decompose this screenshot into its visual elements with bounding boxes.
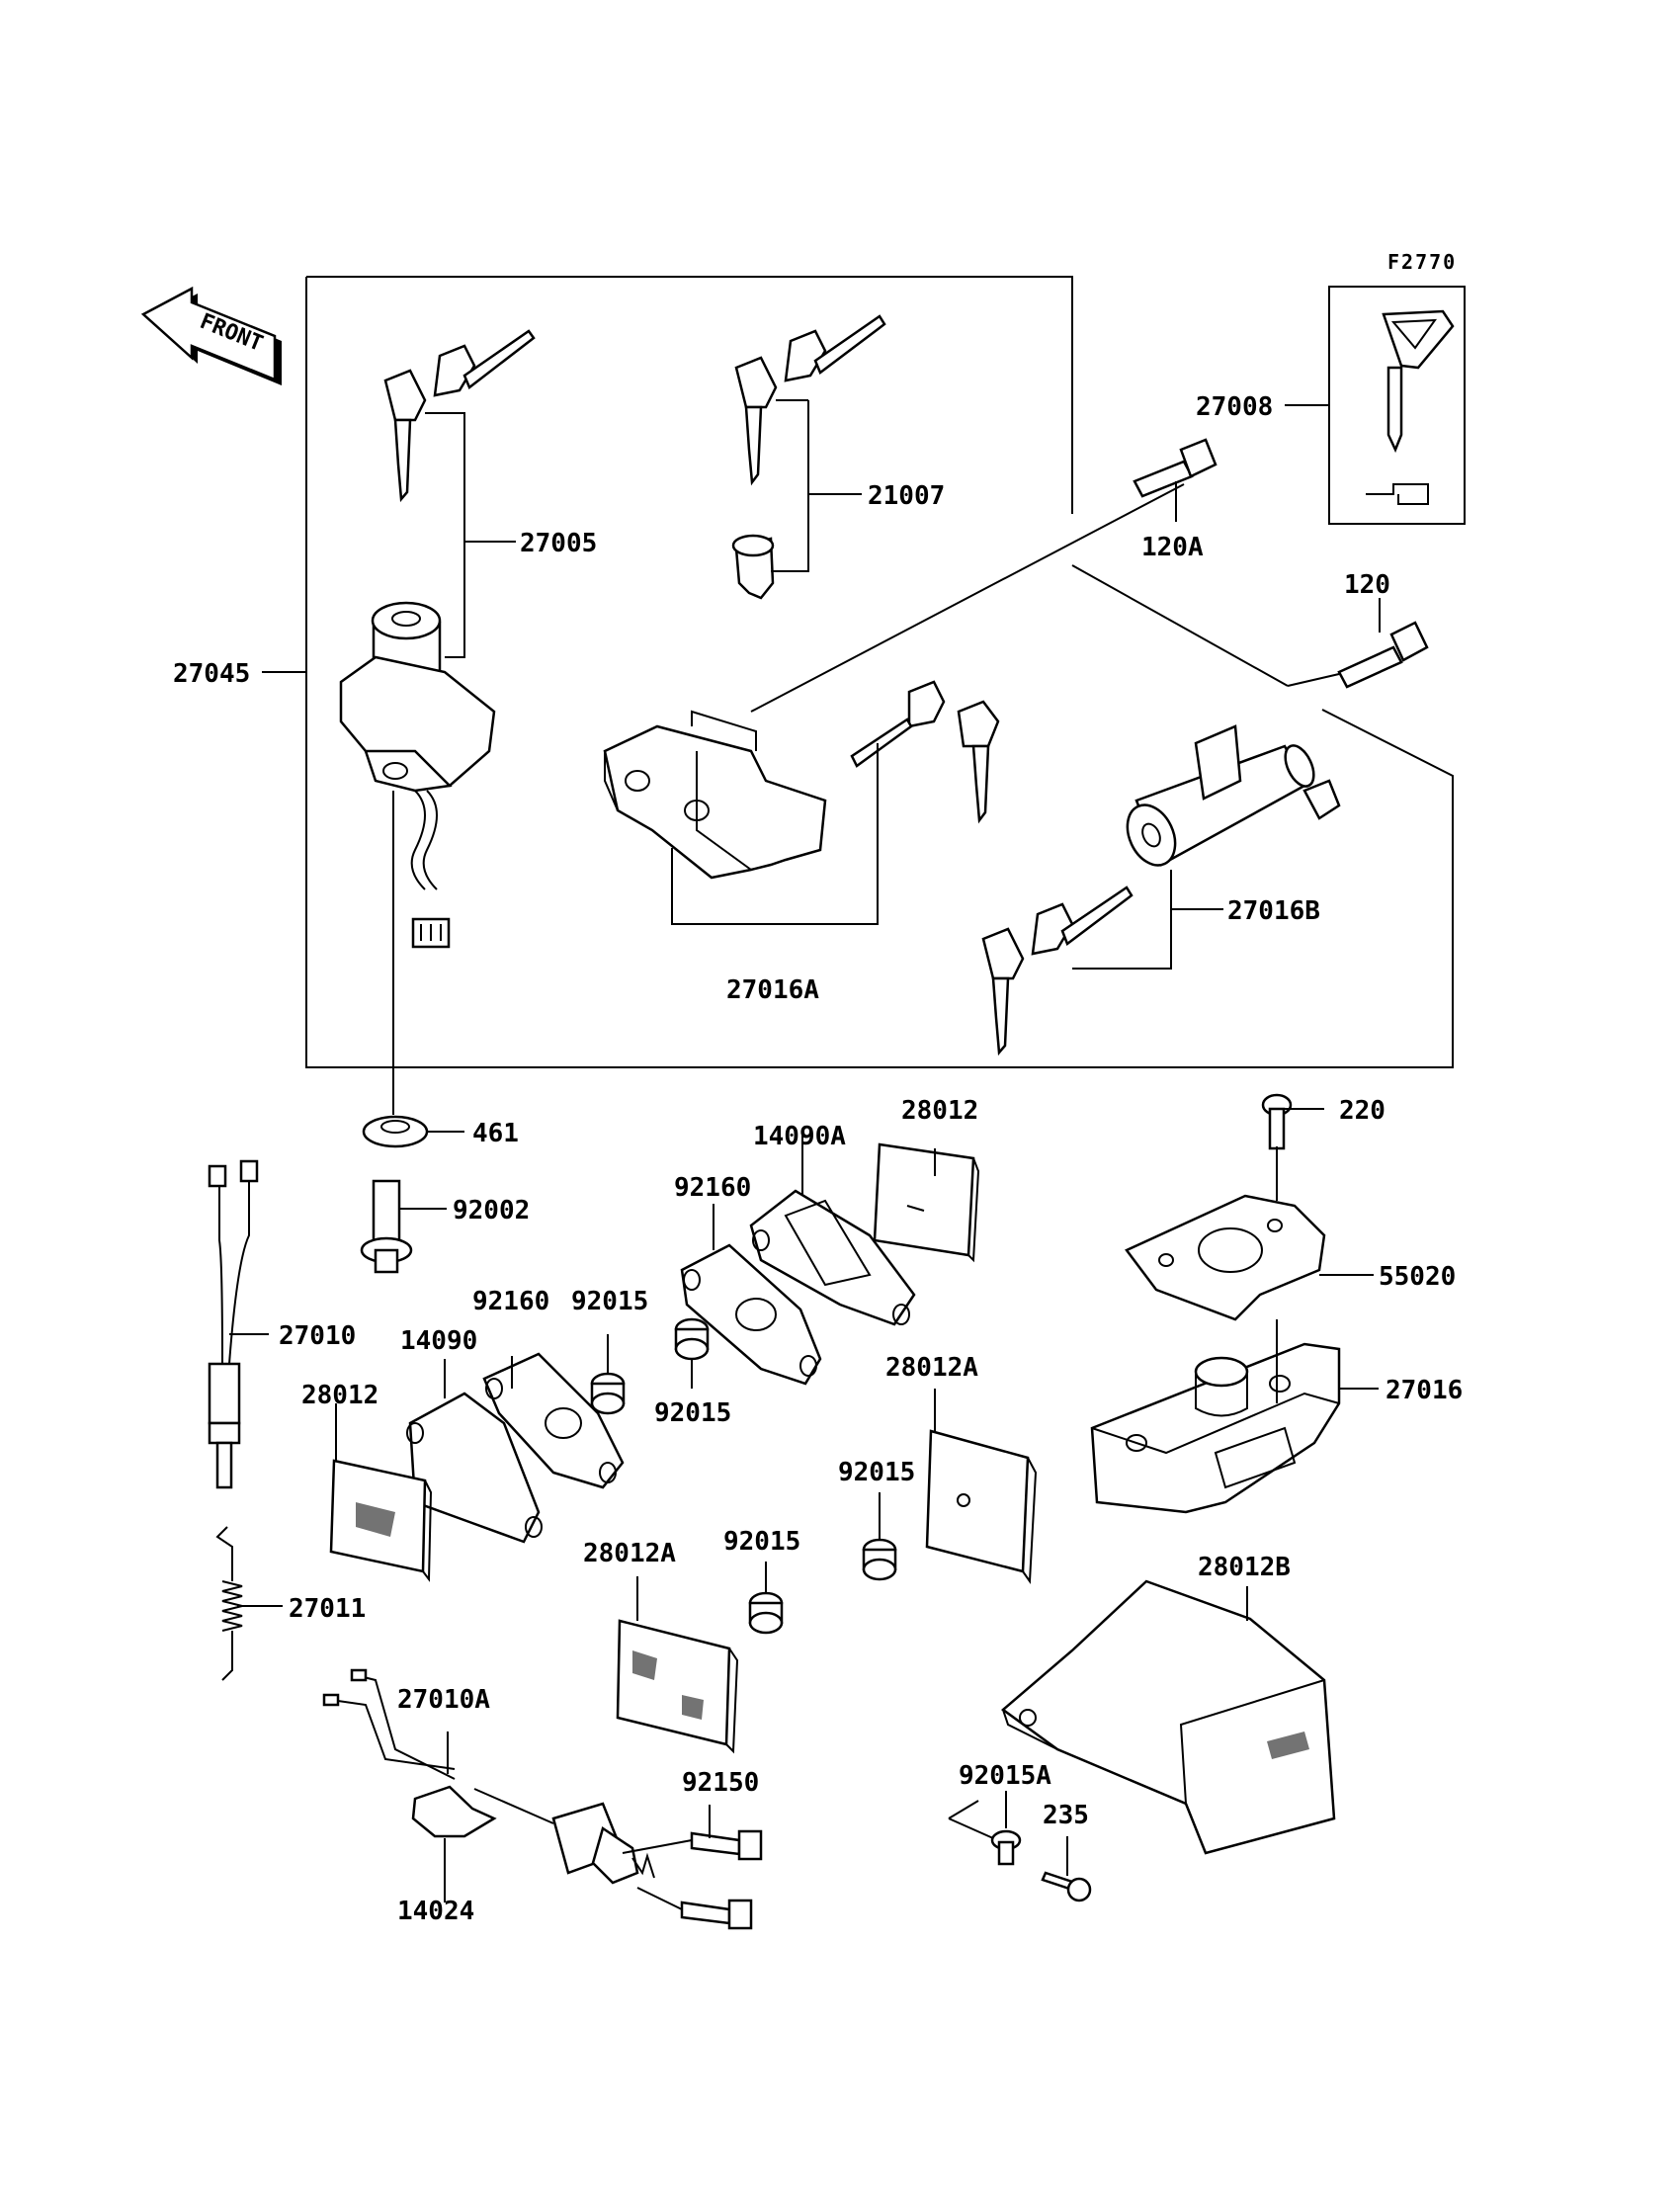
reflector-28012A-mid-illustration <box>616 1619 739 1754</box>
key-blank-27008-illustration <box>1366 309 1455 505</box>
gasket-92160-mid-illustration <box>482 1352 625 1489</box>
collar-461-illustration <box>362 1115 429 1148</box>
plate-14090A-illustration <box>749 1189 916 1326</box>
part-label-27010: 27010 <box>279 1321 356 1351</box>
part-label-28012B: 28012B <box>1198 1553 1291 1582</box>
reflector-28012-top-illustration <box>873 1142 980 1263</box>
nut-92015-c-illustration <box>862 1538 897 1581</box>
part-label-27016: 27016 <box>1386 1376 1463 1405</box>
screw-92150-illustration <box>680 1829 763 1930</box>
reflector-28012A-right-illustration <box>925 1429 1038 1584</box>
part-label-14090: 14090 <box>400 1326 477 1356</box>
part-label-92015-a: 92015 <box>571 1287 648 1316</box>
nut-92015-d-illustration <box>748 1591 784 1635</box>
part-label-92015-c: 92015 <box>838 1458 915 1487</box>
part-label-27045: 27045 <box>173 659 250 689</box>
key-pair-27016B-illustration <box>981 886 1134 1056</box>
part-label-27011: 27011 <box>289 1594 366 1624</box>
part-label-92150: 92150 <box>682 1768 759 1798</box>
part-label-27016A: 27016A <box>726 975 819 1005</box>
cover-28012B-illustration <box>1000 1579 1336 1855</box>
spring-27011-illustration <box>215 1526 243 1681</box>
housing-27016-illustration <box>1090 1342 1341 1514</box>
nut-92015-b-illustration <box>674 1317 710 1361</box>
screw-235-illustration <box>1041 1871 1092 1902</box>
part-label-14024: 14024 <box>397 1897 474 1926</box>
part-label-92015A: 92015A <box>959 1761 1051 1791</box>
bolt-120-illustration <box>1337 621 1429 689</box>
part-label-21007: 21007 <box>868 481 945 511</box>
part-label-92015-b: 92015 <box>654 1398 731 1428</box>
part-label-27005: 27005 <box>520 529 597 558</box>
key-pair-27016A-illustration <box>850 680 1000 824</box>
part-label-28012-top: 28012 <box>901 1096 978 1126</box>
key-pair-27005-illustration <box>383 329 536 503</box>
bolt-92002-illustration <box>360 1179 413 1274</box>
part-label-28012A-right: 28012A <box>885 1353 978 1383</box>
part-label-92015-d: 92015 <box>723 1527 800 1557</box>
part-label-120A: 120A <box>1141 533 1204 562</box>
seat-lock-27016B-illustration <box>1126 724 1341 867</box>
bracket-14024-illustration <box>411 1785 497 1838</box>
screw-220-illustration <box>1261 1093 1293 1150</box>
part-label-27008: 27008 <box>1196 392 1273 422</box>
part-number-labels: 27008 21007 27005 120A 120 27045 27016B … <box>173 392 1463 1926</box>
part-label-28012-left: 28012 <box>301 1381 378 1410</box>
part-label-461: 461 <box>472 1119 519 1148</box>
steering-lock-27016A-illustration <box>603 710 827 880</box>
part-label-235: 235 <box>1043 1801 1089 1830</box>
gasket-92160-top-illustration <box>680 1243 822 1386</box>
part-label-28012A-mid: 28012A <box>583 1539 676 1568</box>
part-label-27016B: 27016B <box>1227 896 1320 926</box>
part-label-14090A: 14090A <box>753 1122 846 1151</box>
part-label-92160-top: 92160 <box>674 1173 751 1203</box>
part-label-92160-mid: 92160 <box>472 1287 549 1316</box>
reflector-28012-left-illustration <box>329 1459 433 1582</box>
switch-27010A-illustration <box>322 1668 655 1885</box>
main-assembly-frame <box>305 276 1454 1068</box>
figure-code: F2770 <box>1387 250 1457 274</box>
ignition-switch-27005-illustration <box>339 601 496 949</box>
bolt-120A-illustration <box>1133 438 1218 498</box>
plate-55020-illustration <box>1125 1194 1326 1321</box>
front-arrow-icon: FRONT <box>140 286 282 385</box>
bolt-92015A-illustration <box>990 1829 1022 1866</box>
part-label-55020: 55020 <box>1379 1262 1456 1292</box>
part-label-27010A: 27010A <box>397 1685 490 1715</box>
key-pair-21007-illustration <box>731 314 886 600</box>
part-label-92002: 92002 <box>453 1196 530 1225</box>
nut-92015-a-illustration <box>590 1372 626 1415</box>
part-label-120: 120 <box>1344 570 1390 600</box>
leader-lines <box>229 399 1381 1910</box>
brake-switch-27010-illustration <box>208 1159 259 1489</box>
part-label-220: 220 <box>1339 1096 1386 1126</box>
